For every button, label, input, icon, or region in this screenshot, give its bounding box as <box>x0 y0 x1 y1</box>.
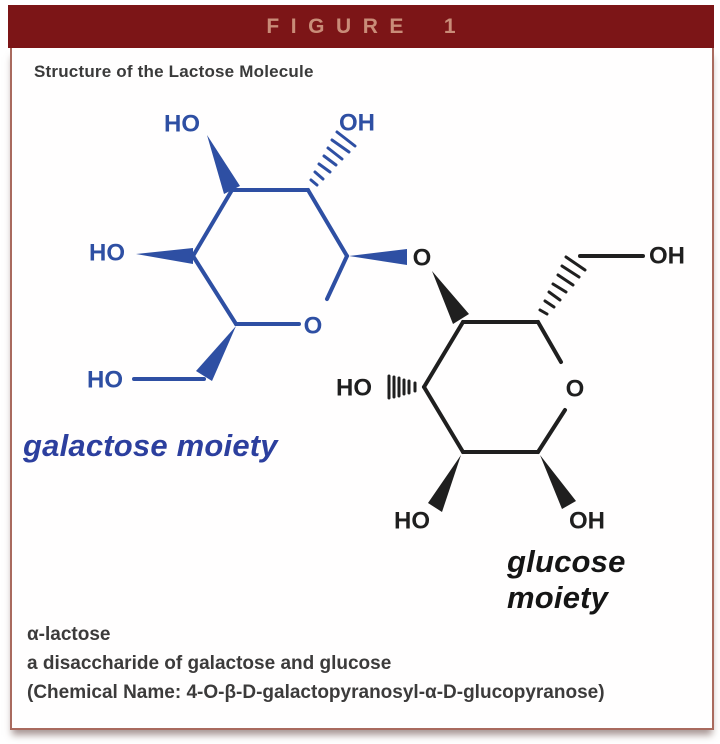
hash-mark <box>547 290 562 302</box>
hash-mark <box>309 178 319 187</box>
hash-mark <box>560 264 581 279</box>
galactose-atom-labels: HO OH HO HO O <box>87 110 375 394</box>
wedge-bond-c6 <box>196 326 236 381</box>
atom-label-ring-o: O <box>566 376 585 403</box>
hash-mark <box>564 255 587 272</box>
wedge-bond-o-to-glucose-c4 <box>432 271 469 324</box>
figure-caption: α-lactose a disaccharide of galactose an… <box>27 620 605 707</box>
galactose-ring-bonds <box>132 188 349 381</box>
bond <box>306 188 349 258</box>
atom-label-oh: OH <box>649 243 685 270</box>
atom-label-ho: HO <box>394 508 430 535</box>
wedge-bond-c1-oh <box>540 455 576 509</box>
galactose-moiety-label: galactose moiety <box>23 428 278 463</box>
bond <box>422 320 465 389</box>
atom-label-oh: OH <box>339 110 375 137</box>
atom-label-ho: HO <box>336 375 372 402</box>
glucose-hash-bond-c5-ch2 <box>538 255 587 316</box>
glucose-hash-bond-c3-ho <box>387 374 417 400</box>
glucose-ring-bonds <box>422 254 645 454</box>
caption-compound-name: α-lactose <box>27 624 111 645</box>
hash-mark <box>326 146 344 161</box>
wedge-bond-c1-glycosidic <box>349 249 407 265</box>
galactose-wedge-bonds <box>136 135 407 381</box>
figure-content-frame <box>10 48 714 730</box>
atom-label-ring-o: O <box>304 313 323 340</box>
glucose-moiety-label: glucose moiety <box>507 544 626 615</box>
bond <box>325 254 349 301</box>
hash-mark <box>556 273 575 287</box>
wedge-bond-c4-oh <box>207 135 240 194</box>
caption-chemical-name: (Chemical Name: 4-O-β-D-galactopyranosyl… <box>27 682 605 703</box>
hash-mark <box>538 308 549 316</box>
galactose-hash-bond-c2-oh <box>309 130 357 187</box>
figure-header-bar: FIGURE 1 <box>8 5 714 48</box>
figure-subtitle: Structure of the Lactose Molecule <box>34 62 314 81</box>
hash-mark <box>317 162 332 174</box>
atom-label-oh: OH <box>569 508 605 535</box>
bond <box>536 408 567 454</box>
bond <box>536 320 563 364</box>
hash-mark <box>543 299 556 309</box>
atom-label-ho: HO <box>164 111 200 138</box>
glucose-wedge-bonds <box>428 455 576 512</box>
bond <box>191 188 234 258</box>
bond <box>191 254 238 326</box>
bond <box>422 385 465 454</box>
hash-mark <box>335 130 357 148</box>
glucose-atom-labels: OH HO HO OH O <box>336 243 685 535</box>
atom-label-glycosidic-o: O <box>413 245 432 272</box>
hash-mark <box>313 170 325 181</box>
wedge-bond-c2-ho <box>428 455 461 512</box>
hash-mark <box>322 154 338 167</box>
wedge-bond-c5-oh <box>136 248 193 264</box>
hash-mark <box>551 282 568 294</box>
hash-mark <box>330 138 351 154</box>
caption-description: a disaccharide of galactose and glucose <box>27 653 392 674</box>
atom-label-ho: HO <box>89 240 125 267</box>
atom-label-ho: HO <box>87 367 123 394</box>
figure-label: FIGURE 1 <box>266 14 468 38</box>
